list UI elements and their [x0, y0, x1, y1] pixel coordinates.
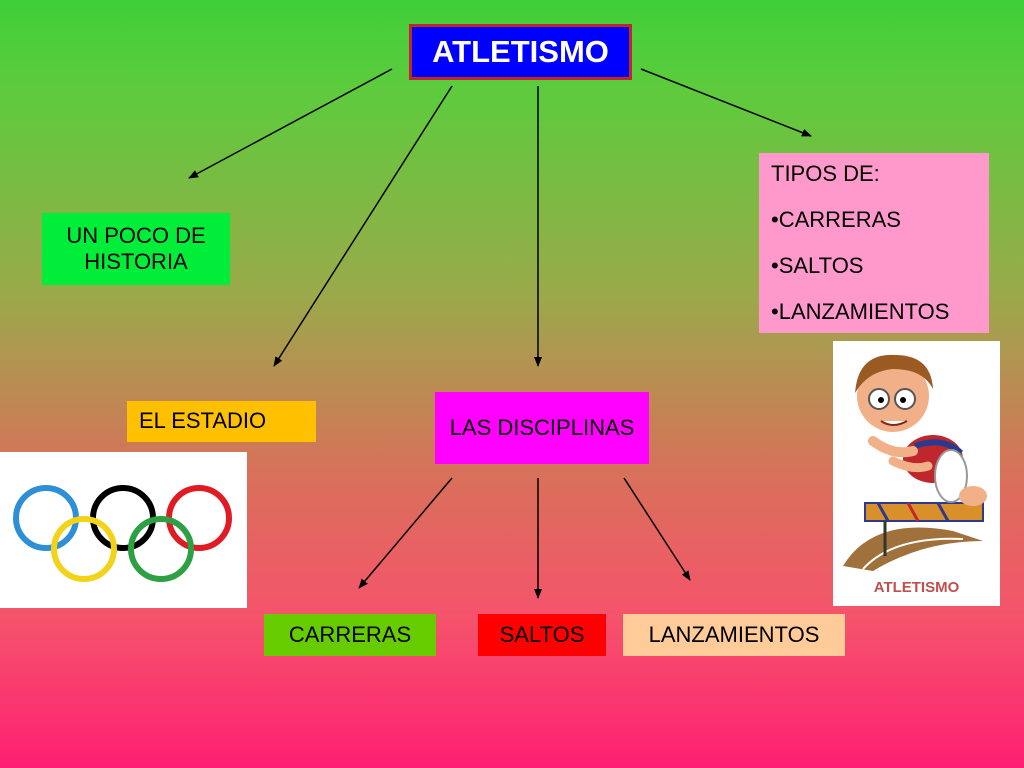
olympic-rings-icon [13, 485, 232, 582]
title-node: ATLETISMO [409, 24, 632, 80]
ring-blue [13, 485, 79, 551]
ring-red [166, 485, 232, 551]
lanzamientos-node: LANZAMIENTOS [623, 614, 845, 656]
saltos-label: SALTOS [499, 621, 585, 647]
tipos-item-carreras: •CARRERAS [771, 207, 901, 232]
tipos-item-lanzamientos: •LANZAMIENTOS [771, 299, 950, 324]
ring-yellow [51, 516, 117, 582]
olympic-rings-card [0, 452, 247, 608]
arrow-to-carreras [358, 477, 453, 589]
mascot-card: ATLETISMO [833, 341, 1000, 606]
estadio-node: EL ESTADIO [127, 401, 316, 442]
estadio-label: EL ESTADIO [139, 408, 267, 434]
lanzamientos-label: LANZAMIENTOS [648, 621, 820, 647]
carreras-node: CARRERAS [264, 614, 436, 656]
arrow-to-lanzamientos [623, 477, 691, 581]
arrow-to-historia [188, 68, 393, 179]
athletics-mascot-icon [843, 354, 987, 571]
historia-node: UN POCO DE HISTORIA [42, 213, 230, 285]
saltos-node: SALTOS [478, 614, 606, 656]
disciplinas-label: LAS DISCIPLINAS [449, 414, 635, 440]
ring-black [90, 485, 156, 551]
mascot-caption: ATLETISMO [873, 579, 960, 596]
tipos-heading: TIPOS DE: [771, 161, 880, 186]
arrow-to-estadio [273, 85, 453, 367]
disciplinas-node: LAS DISCIPLINAS [435, 392, 649, 464]
ring-green [128, 516, 194, 582]
title-text: ATLETISMO [432, 34, 609, 70]
tipos-node: TIPOS DE: •CARRERAS •SALTOS •LANZAMIENTO… [759, 153, 989, 333]
tipos-item-saltos: •SALTOS [771, 253, 864, 278]
arrow-to-tipos [640, 68, 812, 137]
carreras-label: CARRERAS [288, 621, 412, 647]
historia-label: UN POCO DE HISTORIA [66, 222, 206, 274]
